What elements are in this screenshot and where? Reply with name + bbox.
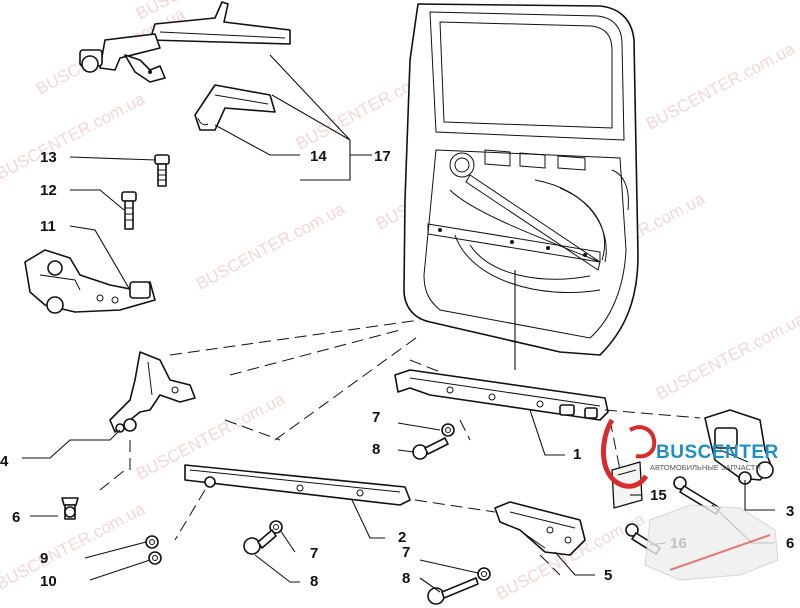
watermark-text: BUSCENTER.com.ua bbox=[0, 89, 148, 184]
sliding-door-panel bbox=[403, 3, 639, 356]
logo-tagline: АВТОМОБИЛЬНЫЕ ЗАПЧАСТИ bbox=[650, 463, 761, 472]
bolt-part-13 bbox=[154, 154, 170, 187]
watermark-text: BUSCENTER.com.ua bbox=[653, 309, 800, 404]
logo-bus-icon bbox=[644, 504, 779, 581]
nut-part-10 bbox=[148, 551, 162, 565]
callout-7-upper: 7 bbox=[372, 409, 380, 426]
callout-7-lower-right: 7 bbox=[402, 544, 410, 561]
hinge-bracket-part-14 bbox=[194, 84, 276, 131]
center-rail-part-1 bbox=[394, 369, 609, 421]
callout-13: 13 bbox=[40, 149, 57, 166]
logo-wordmark: BUSCENTER bbox=[656, 442, 779, 463]
callout-14: 14 bbox=[310, 148, 327, 165]
roller-hinge-part-3 bbox=[704, 409, 774, 485]
upper-hinge-assembly bbox=[79, 1, 291, 83]
center-hinge-part-4 bbox=[109, 351, 196, 433]
rail-bracket-part-5 bbox=[494, 501, 586, 556]
callout-2: 2 bbox=[398, 529, 406, 546]
washer-part-7-upper bbox=[441, 423, 455, 437]
callout-7-lower-left: 7 bbox=[310, 545, 318, 562]
callout-6-right: 6 bbox=[786, 535, 794, 552]
installation-lines bbox=[99, 319, 701, 576]
callout-5: 5 bbox=[604, 567, 612, 584]
bolt-part-8-upper bbox=[412, 437, 449, 460]
buscenter-logo: BUSCENTER АВТОМОБИЛЬНЫЕ ЗАПЧАСТИ bbox=[600, 418, 779, 581]
bolt-part-8-lower-right bbox=[427, 577, 479, 605]
washer-part-9 bbox=[145, 535, 159, 549]
logo-b-icon bbox=[628, 425, 657, 459]
bolt-part-8-lower-left bbox=[243, 529, 277, 555]
watermark-text: BUSCENTER.com.ua bbox=[193, 199, 348, 294]
callout-8-lower-right: 8 bbox=[402, 570, 410, 587]
callout-12: 12 bbox=[40, 182, 57, 199]
callout-6-left: 6 bbox=[12, 509, 20, 526]
washer-part-7-lower-left bbox=[269, 520, 283, 534]
callout-3: 3 bbox=[786, 503, 794, 520]
watermark-text: BUSCENTER.com.ua bbox=[643, 39, 798, 134]
callout-4: 4 bbox=[0, 453, 9, 470]
callout-15: 15 bbox=[650, 487, 667, 504]
bolt-part-12 bbox=[121, 191, 137, 230]
callout-11: 11 bbox=[40, 218, 56, 235]
callout-8-lower-left: 8 bbox=[310, 573, 318, 590]
callout-8-upper: 8 bbox=[372, 441, 380, 458]
logo-swoosh-icon bbox=[600, 418, 649, 489]
callout-17: 17 bbox=[374, 148, 391, 165]
callout-1: 1 bbox=[573, 446, 581, 463]
screw-part-6-left bbox=[61, 497, 79, 520]
callout-10: 10 bbox=[40, 573, 57, 590]
lower-hinge-part-11 bbox=[24, 249, 156, 314]
callout-9: 9 bbox=[40, 550, 48, 567]
lower-rail-part-2 bbox=[184, 464, 411, 506]
washer-part-7-lower-right bbox=[477, 567, 491, 581]
